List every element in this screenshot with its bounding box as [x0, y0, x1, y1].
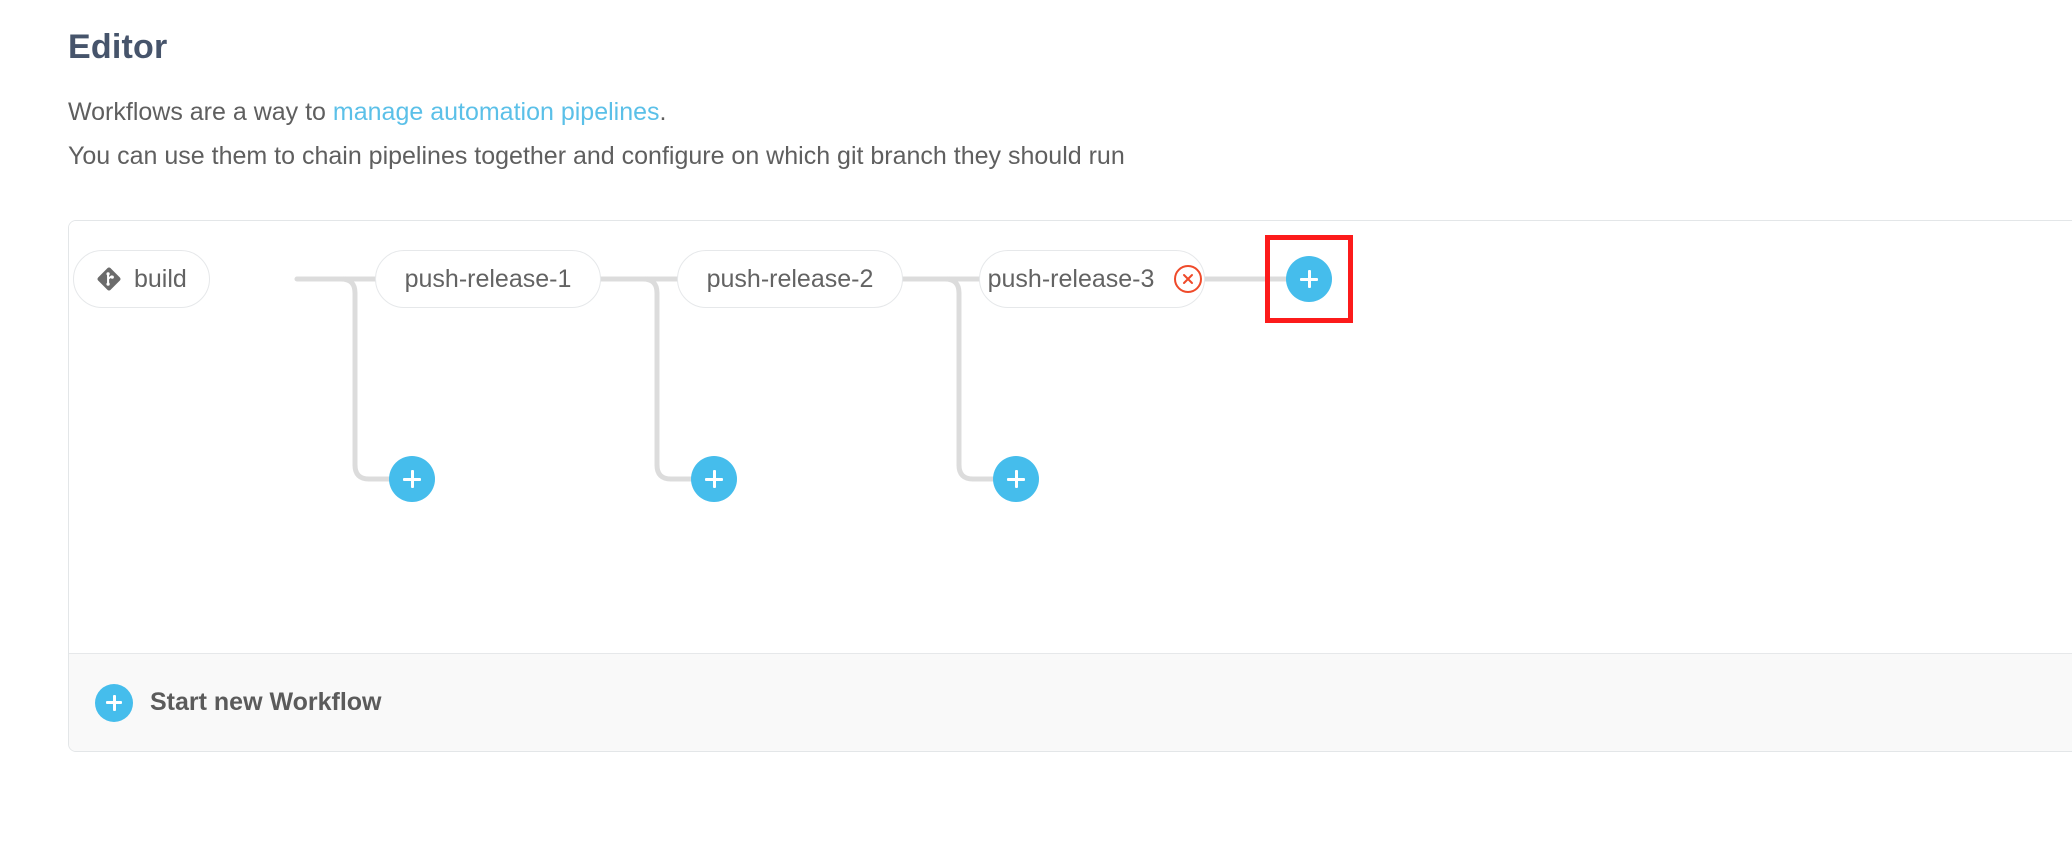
git-icon	[97, 267, 121, 291]
plus-icon	[410, 470, 414, 488]
workflow-editor-card: build push-release-1 push-release-2 push…	[68, 220, 2072, 752]
workflow-node-label: build	[134, 264, 187, 293]
close-icon	[1183, 274, 1194, 284]
add-branch-3-button[interactable]	[993, 456, 1039, 502]
add-branch-2-button[interactable]	[691, 456, 737, 502]
plus-icon	[1014, 470, 1018, 488]
plus-icon	[712, 470, 716, 488]
description-line-2: You can use them to chain pipelines toge…	[68, 142, 1125, 170]
workflow-node-label: push-release-2	[706, 264, 874, 293]
workflow-node-push-release-1[interactable]: push-release-1	[375, 250, 601, 308]
connector-branch-3	[924, 276, 998, 482]
remove-node-icon[interactable]	[1174, 265, 1203, 293]
workflow-node-label: push-release-1	[404, 264, 572, 293]
plus-icon	[1307, 270, 1311, 288]
plus-icon	[112, 694, 116, 711]
add-icon	[95, 683, 133, 722]
add-branch-1-button[interactable]	[389, 456, 435, 502]
start-new-workflow-button[interactable]: Start new Workflow	[69, 653, 2072, 751]
connector-branch-2	[622, 276, 696, 482]
start-new-workflow-label: Start new Workflow	[150, 688, 382, 716]
add-node-end-button[interactable]	[1286, 256, 1332, 302]
workflow-canvas: build push-release-1 push-release-2 push…	[69, 221, 2072, 655]
workflow-node-build[interactable]: build	[73, 250, 210, 308]
description-text-prefix: Workflows are a way to	[68, 98, 333, 126]
page-title: Editor	[68, 28, 168, 66]
workflow-node-push-release-3[interactable]: push-release-3	[979, 250, 1205, 308]
manage-automation-pipelines-link[interactable]: manage automation pipelines	[332, 98, 660, 126]
description-text-suffix: .	[659, 98, 667, 126]
workflow-node-label: push-release-3	[987, 264, 1155, 293]
connector-branch-1	[320, 276, 394, 482]
description-line-1: Workflows are a way to manage automation…	[68, 95, 666, 129]
workflow-node-push-release-2[interactable]: push-release-2	[677, 250, 903, 308]
